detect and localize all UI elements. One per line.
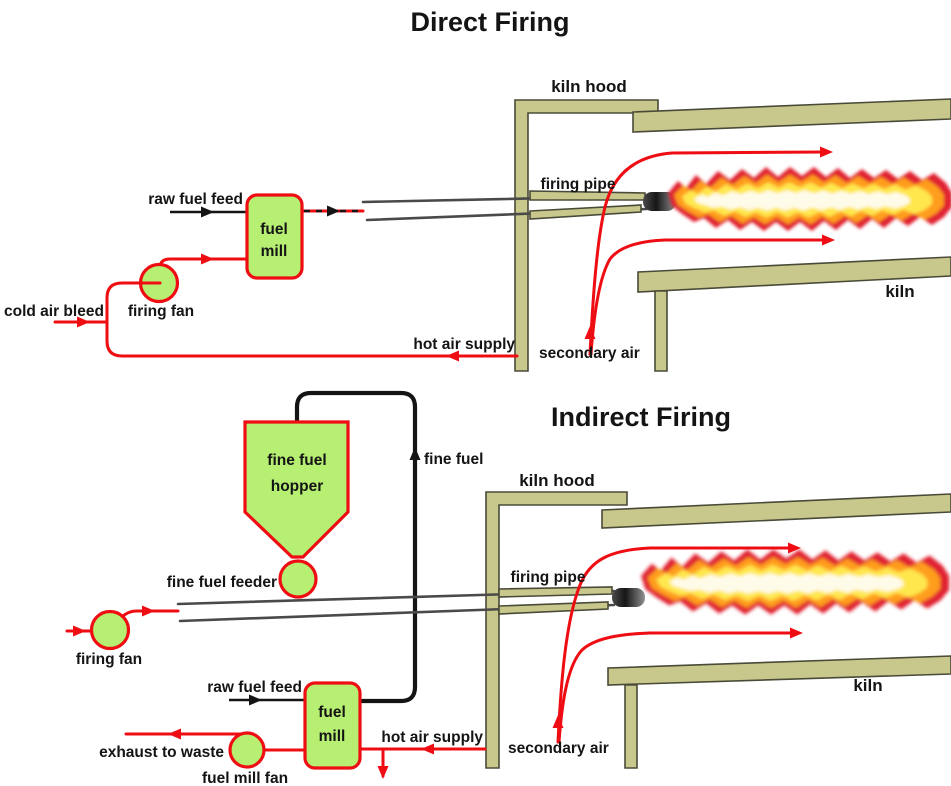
firing-fan-label: firing fan [76,651,142,668]
raw-fuel-feed-label: raw fuel feed [148,191,243,208]
fine-fuel-duct [294,390,418,704]
burner-nozzle [612,588,645,607]
fan-outlet-arrow [201,253,214,265]
firing-pipe-label: firing pipe [511,569,586,586]
indirect-firing-section: Indirect Firing [65,390,951,786]
fan-outlet-arrow [142,605,155,617]
secondary-air-path-upper [588,150,826,356]
upper-air-flow-arrow [820,146,833,158]
kiln-shell-top [601,493,951,529]
mill-output-arrow [327,205,340,217]
fuel-mill [303,681,362,770]
burner-nozzle [643,192,676,211]
fine-fuel-feeder [278,559,318,599]
direct-firing-title: Direct Firing [410,7,569,37]
fine-fuel-arrow [409,447,421,460]
secondary-air-path-upper [556,546,795,744]
fuel-mill-label-1: fuel [260,221,288,238]
hot-air-supply-label: hot air supply [413,336,515,353]
secondary-air-label: secondary air [539,345,640,362]
kiln-hood-wall [485,491,628,769]
raw-fuel-feed-label: raw fuel feed [207,679,302,696]
kiln-support-post [654,290,668,372]
exhaust-to-waste-label: exhaust to waste [99,744,224,761]
firing-pipe-upper-wall [498,586,613,598]
secondary-air-path-lower [557,631,797,744]
firing-fan-outlet-line [121,609,180,618]
kiln-hood-label: kiln hood [519,471,595,490]
kiln-shell-bottom [637,256,951,293]
secondary-air-path-lower [589,238,828,356]
flame [641,549,949,614]
secondary-air-label: secondary air [508,740,609,757]
cold-air-bleed-label: cold air bleed [4,303,104,320]
firing-pipe-label: firing pipe [541,176,616,193]
kiln-shell-top [632,98,951,133]
branch-down-arrow [377,766,389,779]
kiln-shell-bottom [607,655,951,686]
kiln-hood-label: kiln hood [551,77,627,96]
exhaust-arrow [168,728,181,740]
lower-air-flow-arrow [822,234,835,246]
fuel-mill-fan [228,731,266,769]
firing-fan-label: firing fan [128,303,194,320]
hopper-label-1: fine fuel [267,452,326,469]
kiln-label: kiln [885,282,914,301]
fuel-mill-label-2: mill [319,728,346,745]
lower-air-flow-arrow [790,627,803,639]
flame [668,167,951,231]
hopper-label-2: hopper [271,478,324,495]
firing-pipe-lower-wall [498,601,609,615]
fine-fuel-label: fine fuel [424,451,483,468]
fuel-mill-label-2: mill [261,243,288,260]
kiln-label: kiln [853,676,882,695]
fuel-mill-fan-label: fuel mill fan [202,770,288,786]
fine-fuel-hopper [243,420,350,559]
kiln-hood-wall [514,99,659,372]
hot-air-supply-line [105,281,519,358]
fine-fuel-feeder-label: fine fuel feeder [167,574,277,591]
kiln-support-post [624,684,638,769]
fuel-mill [245,193,304,280]
direct-firing-section: Direct Firing [4,7,951,372]
firing-pipe-lower-wall [529,204,642,220]
hot-air-supply-label: hot air supply [381,729,483,746]
indirect-firing-title: Indirect Firing [551,402,731,432]
fan-inlet-arrow [73,625,86,637]
fuel-mill-label-1: fuel [318,704,346,721]
raw-fuel-feed-arrow [201,206,214,218]
firing-fan [89,609,131,651]
raw-fuel-feed-arrow [249,694,262,706]
